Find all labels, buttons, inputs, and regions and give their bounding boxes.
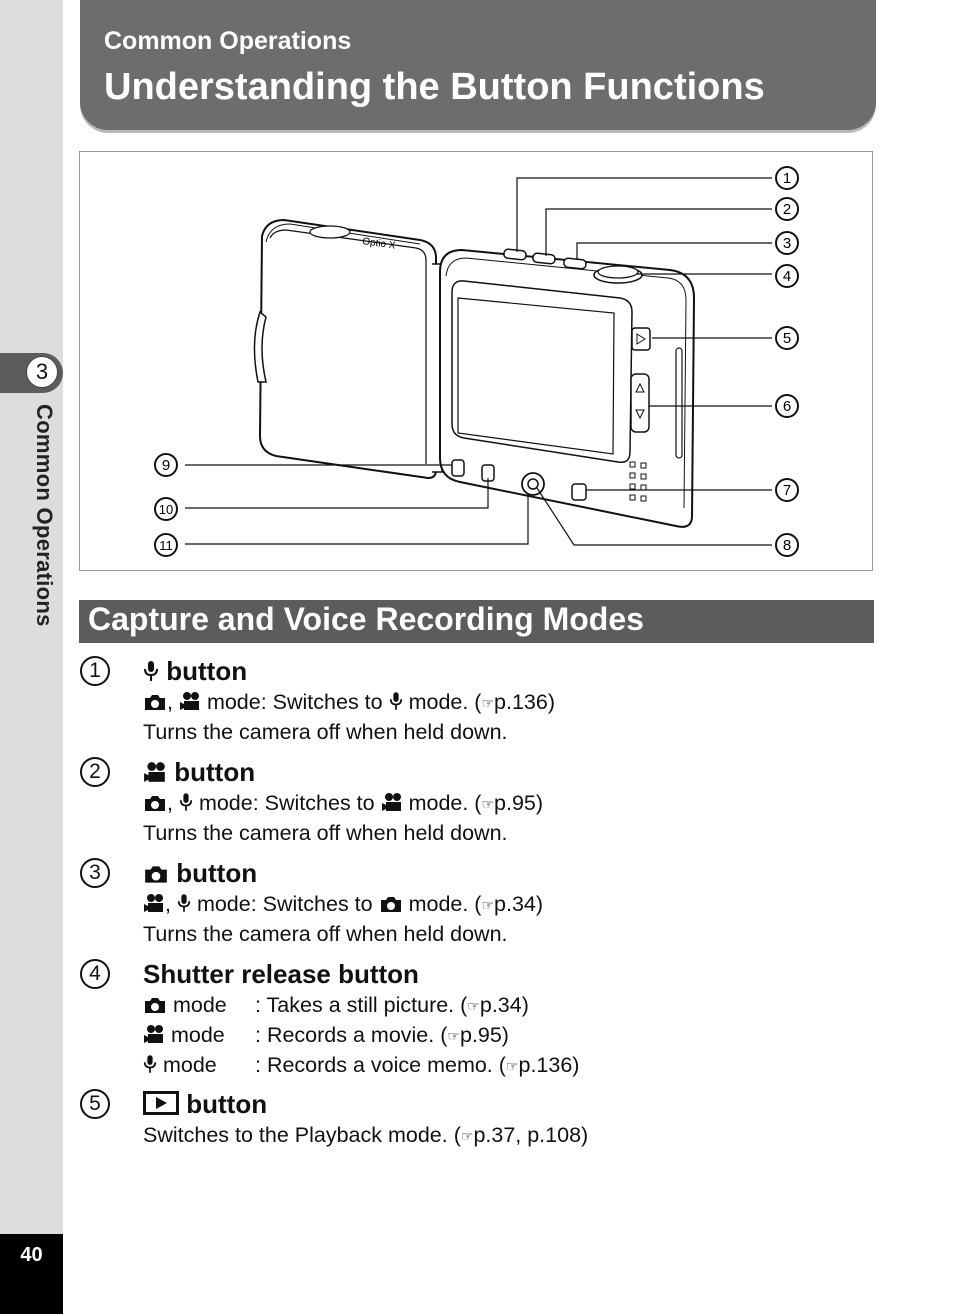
mode-description: : Records a movie. ( bbox=[255, 1023, 448, 1047]
page-reference[interactable]: p.95) bbox=[459, 1023, 509, 1047]
callout-circle bbox=[775, 166, 799, 190]
mode-label: mode bbox=[172, 993, 227, 1017]
movie-icon bbox=[144, 762, 165, 782]
item-description: Switches to the Playback mode. ( bbox=[143, 1123, 461, 1147]
callout-circle bbox=[775, 533, 799, 557]
item-description: Turns the camera off when held down. bbox=[143, 720, 508, 744]
chapter-label: Common Operations bbox=[32, 404, 57, 627]
callout-circle bbox=[154, 453, 178, 477]
item-number: 5 bbox=[80, 1089, 110, 1119]
mode-description: : Records a voice memo. ( bbox=[255, 1053, 506, 1077]
page-header: Common Operations Understanding the Butt… bbox=[80, 0, 876, 130]
section-header: Capture and Voice Recording Modes bbox=[79, 600, 874, 643]
callout-circle bbox=[154, 533, 178, 557]
reference-icon: ☞ bbox=[460, 1128, 474, 1144]
page-reference[interactable]: p.34) bbox=[479, 993, 529, 1017]
reference-icon: ☞ bbox=[481, 897, 495, 913]
callout-label: 4 bbox=[783, 268, 791, 285]
movie-mode-icon bbox=[144, 894, 163, 912]
microphone-icon bbox=[143, 1055, 157, 1073]
item-number: 3 bbox=[80, 858, 110, 888]
camera-mode-icon bbox=[145, 998, 165, 1013]
callout-label: 10 bbox=[159, 502, 173, 517]
callout-circle bbox=[775, 264, 799, 288]
item-number: 1 bbox=[80, 656, 110, 686]
callout-circle bbox=[775, 394, 799, 418]
callout-circle bbox=[154, 497, 178, 521]
item-mode-text: mode: Switches to bbox=[206, 690, 383, 714]
header-subtitle: Common Operations bbox=[104, 27, 352, 55]
callout-circle bbox=[775, 197, 799, 221]
reference-icon: ☞ bbox=[481, 796, 495, 812]
callout-label: 11 bbox=[159, 538, 173, 553]
item-title: button bbox=[186, 1089, 268, 1119]
page-reference[interactable]: p.37, p.108) bbox=[473, 1123, 589, 1147]
page-title: Understanding the Button Functions bbox=[104, 66, 765, 108]
camera-icon bbox=[145, 866, 167, 883]
item-title: button bbox=[166, 656, 248, 686]
page-reference[interactable]: p.136) bbox=[494, 690, 555, 714]
item-mode-word: mode. ( bbox=[408, 690, 482, 714]
reference-icon: ☞ bbox=[467, 998, 480, 1014]
callout-label: 9 bbox=[162, 457, 170, 474]
callout-circle bbox=[775, 231, 799, 255]
item-title: button bbox=[176, 858, 258, 888]
mode-label: mode bbox=[162, 1053, 217, 1077]
callout-label: 7 bbox=[783, 482, 791, 499]
camera-illustration: Optio X bbox=[154, 166, 799, 557]
microphone-icon bbox=[144, 661, 158, 681]
callout-circle bbox=[775, 326, 799, 350]
reference-icon: ☞ bbox=[505, 1058, 519, 1074]
item-title: Shutter release button bbox=[143, 959, 419, 989]
callout-label: 5 bbox=[783, 330, 791, 347]
page-reference[interactable]: p.136) bbox=[518, 1053, 580, 1077]
callout-label: 1 bbox=[783, 170, 791, 187]
callout-label: 2 bbox=[783, 201, 791, 218]
item-mode-word: mode. ( bbox=[408, 892, 482, 916]
page-number-box bbox=[0, 1234, 63, 1314]
callout-circle bbox=[775, 478, 799, 502]
reference-icon: ☞ bbox=[447, 1028, 460, 1044]
microphone-icon bbox=[177, 894, 191, 912]
item-description: Turns the camera off when held down. bbox=[143, 922, 508, 946]
item-mode-text: mode: Switches to bbox=[196, 892, 373, 916]
movie-mode-icon bbox=[144, 1025, 163, 1043]
item-mode-word: mode. ( bbox=[408, 791, 482, 815]
item-description: Turns the camera off when held down. bbox=[143, 821, 508, 845]
page-reference[interactable]: p.95) bbox=[494, 791, 544, 815]
reference-icon: ☞ bbox=[481, 695, 495, 711]
mode-label: mode bbox=[170, 1023, 225, 1047]
item-title: button bbox=[174, 757, 256, 787]
camera-diagram: Optio X bbox=[79, 151, 873, 571]
camera-mode-icon bbox=[145, 695, 165, 710]
callout-label: 3 bbox=[783, 235, 791, 252]
item-number: 4 bbox=[80, 959, 110, 989]
microphone-icon bbox=[389, 692, 402, 710]
section-title: Capture and Voice Recording Modes bbox=[88, 601, 644, 637]
callout-label: 8 bbox=[783, 537, 791, 554]
item-mode-text: mode: Switches to bbox=[198, 791, 375, 815]
side-bar bbox=[0, 0, 63, 1314]
page-reference[interactable]: p.34) bbox=[494, 892, 544, 916]
movie-mode-icon bbox=[179, 692, 199, 710]
chapter-number: 3 bbox=[26, 356, 58, 388]
microphone-icon bbox=[179, 793, 193, 811]
camera-mode-icon bbox=[145, 796, 165, 811]
movie-mode-icon bbox=[381, 793, 401, 811]
camera-mode-icon bbox=[380, 897, 401, 912]
brand-text: Optio X bbox=[362, 236, 397, 252]
mode-description: : Takes a still picture. ( bbox=[255, 993, 468, 1017]
item-number: 2 bbox=[80, 757, 110, 787]
playback-icon bbox=[143, 1091, 179, 1115]
callout-label: 6 bbox=[783, 398, 791, 415]
page-number: 40 bbox=[20, 1244, 43, 1266]
